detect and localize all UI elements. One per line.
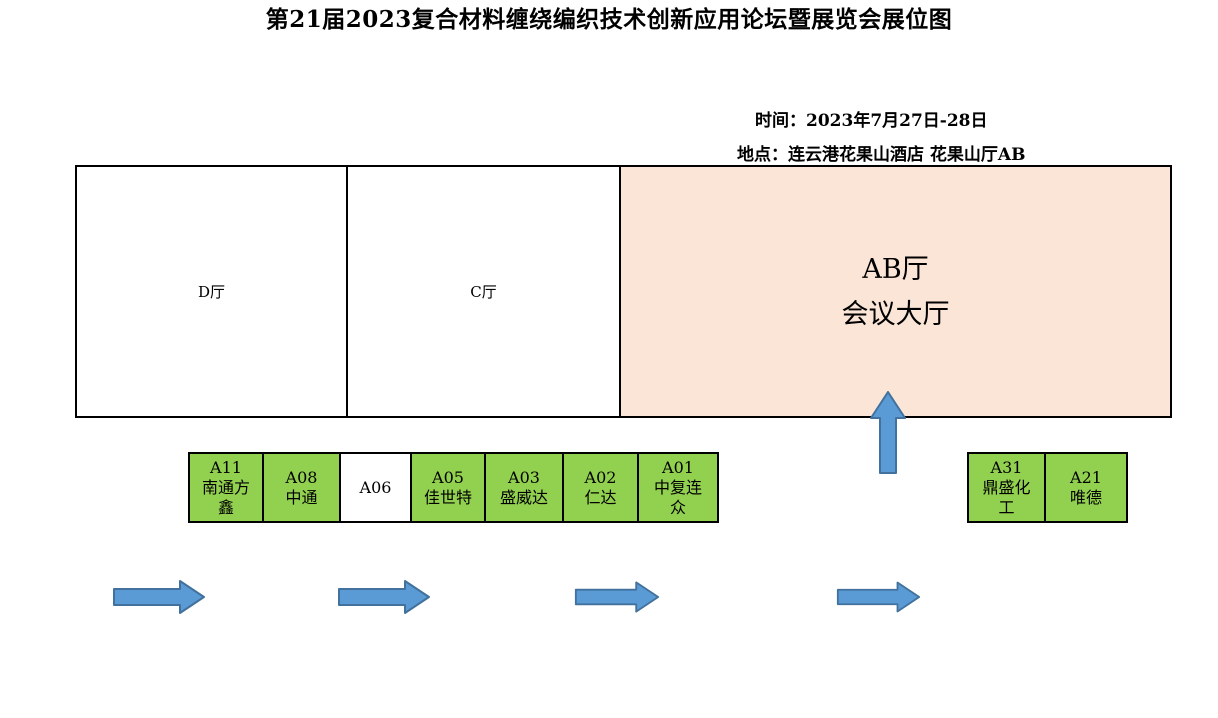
halls-map: D厅 C厅 AB厅 会议大厅: [75, 165, 1172, 418]
booth-row-right: A31 鼎盛化工 A21 唯德: [967, 452, 1128, 523]
booth-a03[interactable]: A03 盛威达: [486, 454, 564, 521]
hall-c: C厅: [348, 167, 621, 416]
right-arrow-icon: [836, 581, 921, 613]
booth-code: A21: [1070, 467, 1102, 487]
booth-name: 唯德: [1069, 487, 1102, 507]
hall-ab-conference: AB厅 会议大厅: [621, 167, 1170, 416]
booth-code: A08: [285, 467, 318, 487]
hall-ab-label-line2: 会议大厅: [841, 298, 950, 330]
booth-code: A02: [584, 467, 617, 487]
event-venue: 地点：连云港花果山酒店 花果山厅AB: [737, 145, 1026, 165]
booth-code: A03: [508, 467, 540, 487]
booth-code: A31: [990, 457, 1023, 477]
booth-code: A11: [210, 457, 242, 477]
booth-a02[interactable]: A02 仁达: [564, 454, 639, 521]
page-title: 第21届2023复合材料缠绕编织技术创新应用论坛暨展览会展位图: [265, 6, 953, 33]
event-meta: 时间：2023年7月27日-28日 地点：连云港花果山酒店 花果山厅AB: [737, 104, 1025, 172]
up-arrow-icon: [870, 391, 906, 474]
hall-d-label: D厅: [197, 283, 226, 301]
right-arrow-icon: [113, 580, 205, 614]
booth-a31[interactable]: A31 鼎盛化工: [969, 454, 1046, 521]
booth-row-main: A11 南通方鑫 A08 中通 A06 A05 佳世特 A03 盛威达 A02 …: [188, 452, 719, 523]
booth-a11[interactable]: A11 南通方鑫: [190, 454, 264, 521]
booth-a08[interactable]: A08 中通: [264, 454, 341, 521]
booth-name: 盛威达: [499, 487, 548, 507]
booth-name: 鼎盛化工: [982, 477, 1031, 517]
hall-c-label: C厅: [470, 283, 497, 301]
booth-a06[interactable]: A06: [341, 454, 412, 521]
booth-code: A05: [432, 467, 464, 487]
hall-ab-label-line1: AB厅: [862, 253, 929, 285]
booth-name: 中复连众: [653, 477, 702, 517]
booth-a05[interactable]: A05 佳世特: [412, 454, 486, 521]
booth-a21[interactable]: A21 唯德: [1046, 454, 1126, 521]
booth-a01[interactable]: A01 中复连众: [639, 454, 717, 521]
booth-name: 南通方鑫: [201, 477, 250, 517]
booth-code: A06: [359, 477, 392, 497]
booth-name: 佳世特: [423, 487, 472, 507]
booth-name: 仁达: [584, 487, 617, 507]
event-time: 时间：2023年7月27日-28日: [755, 111, 988, 131]
right-arrow-icon: [574, 581, 660, 613]
booth-name: 中通: [285, 487, 318, 507]
hall-d: D厅: [77, 167, 348, 416]
right-arrow-icon: [338, 580, 430, 614]
booth-code: A01: [662, 457, 694, 477]
